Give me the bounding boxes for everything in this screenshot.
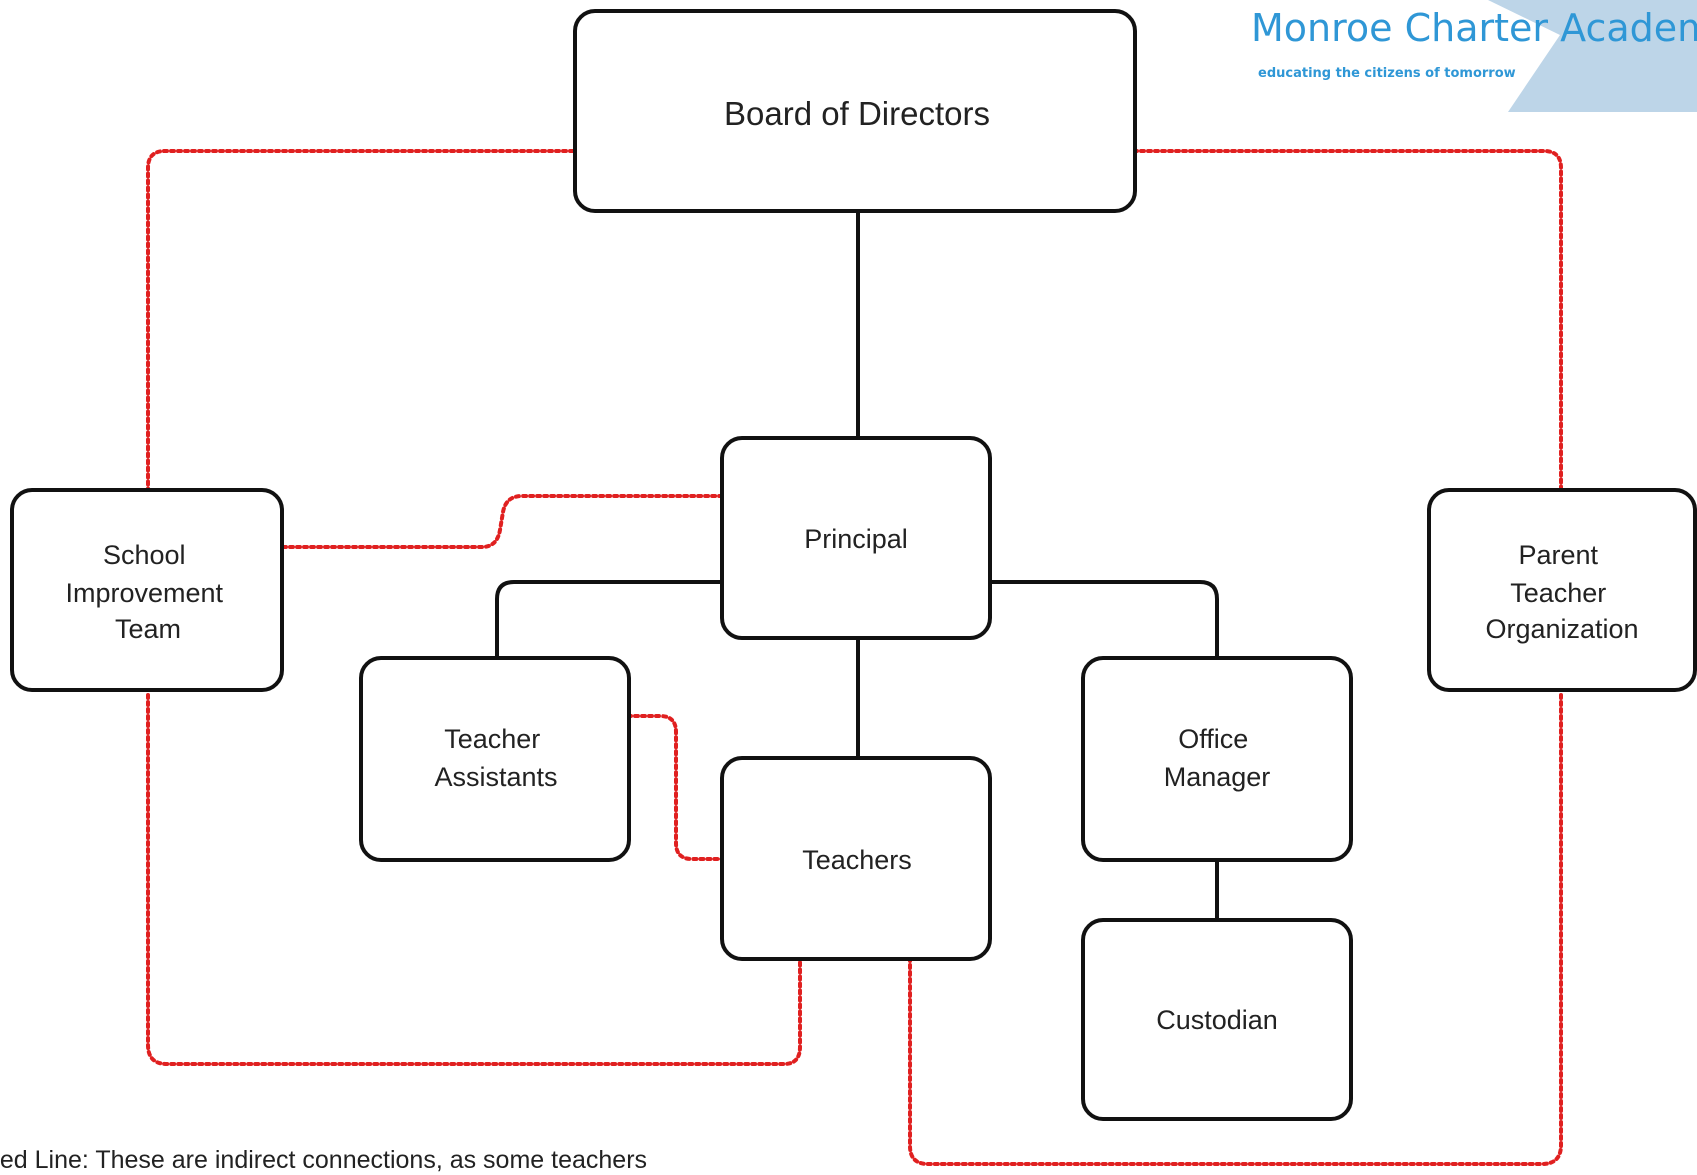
board-of-directors-box bbox=[573, 9, 1137, 213]
logo-title: Monroe Charter Academy bbox=[1251, 6, 1697, 50]
dotted-sit-to-principal bbox=[281, 494, 724, 549]
dotted-board-to-sit bbox=[146, 149, 575, 492]
board-of-directors-label: Board of Directors bbox=[724, 95, 990, 132]
principal-line-1: Principal bbox=[804, 524, 908, 554]
line-principal-to-office-manager bbox=[990, 580, 1219, 658]
dotted-board-to-pto bbox=[1132, 149, 1563, 492]
dotted-connectors bbox=[146, 149, 1563, 1166]
teacher-assistants-line-1: Teacher bbox=[444, 724, 540, 754]
sit-line-1: School bbox=[103, 540, 186, 570]
custodian-label: Custodian bbox=[1156, 1005, 1278, 1035]
line-principal-to-assistants bbox=[495, 580, 722, 658]
sit-line-3: Team bbox=[115, 614, 181, 644]
teacher-assistants-label: Teacher Assistants bbox=[434, 724, 557, 792]
pto-line-3: Organization bbox=[1485, 614, 1638, 644]
sit-line-2: Improvement bbox=[65, 578, 223, 608]
office-manager-line-1: Office bbox=[1178, 724, 1248, 754]
office-manager-box bbox=[1081, 656, 1353, 862]
org-labels: Board of Directors Principal School Impr… bbox=[65, 95, 1638, 1035]
dotted-pto-to-teachers bbox=[908, 693, 1563, 1166]
office-manager-label: Office Manager bbox=[1164, 724, 1271, 792]
org-boxes bbox=[10, 9, 1697, 1121]
custodian-line-1: Custodian bbox=[1156, 1005, 1278, 1035]
parent-teacher-organization-label: Parent Teacher Organization bbox=[1485, 540, 1638, 644]
parent-teacher-organization-box bbox=[1427, 488, 1697, 692]
school-improvement-team-label: School Improvement Team bbox=[65, 540, 230, 644]
dotted-assistants-to-teachers bbox=[626, 714, 724, 861]
office-manager-line-2: Manager bbox=[1164, 762, 1271, 792]
principal-label: Principal bbox=[804, 524, 908, 554]
pto-line-2: Teacher bbox=[1510, 578, 1606, 608]
teachers-box bbox=[720, 756, 992, 961]
pto-line-1: Parent bbox=[1518, 540, 1598, 570]
logo-tagline: educating the citizens of tomorrow bbox=[1258, 66, 1516, 81]
teacher-assistants-line-2: Assistants bbox=[434, 762, 557, 792]
custodian-box bbox=[1081, 918, 1353, 1121]
teachers-label: Teachers bbox=[802, 845, 912, 875]
footnote-text: tted Line: These are indirect connection… bbox=[0, 1146, 648, 1174]
logo-background-shape bbox=[1488, 0, 1697, 112]
solid-connectors bbox=[495, 211, 1219, 920]
dotted-sit-to-teachers bbox=[146, 693, 802, 1066]
principal-box bbox=[720, 436, 992, 640]
teacher-assistants-box bbox=[359, 656, 631, 862]
board-of-directors-line-1: Board of Directors bbox=[724, 95, 990, 132]
school-improvement-team-box bbox=[10, 488, 284, 692]
teachers-line-1: Teachers bbox=[802, 845, 912, 875]
